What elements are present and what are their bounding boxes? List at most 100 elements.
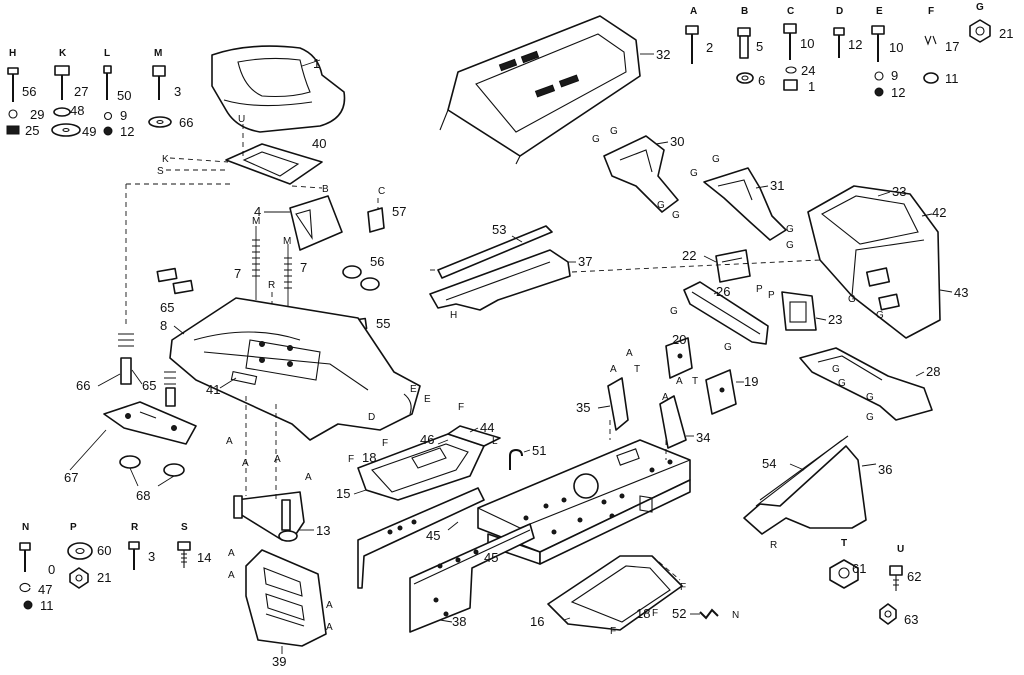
label-15: 15 [336,486,350,501]
svg-text:F: F [458,402,464,413]
part-bracket-4: 4 [254,195,343,251]
label-11-n: 11 [40,598,54,613]
label-11-f: 11 [945,71,959,86]
hardware-K: K 27 48 49 [51,48,96,139]
hardware-P: P 60 21 [67,522,111,589]
hardware-D: D 12 [833,6,862,58]
svg-text:N: N [732,610,739,621]
part-bracket-30: G G G G 30 [592,126,684,221]
svg-text:A: A [305,472,312,483]
key-F: F [928,6,934,17]
part-seat-mount-left: 66 65 67 68 [64,183,230,503]
key-H: H [9,48,16,59]
part-clip-52: 52 N [672,606,739,621]
svg-text:T: T [692,376,698,387]
part-rail-53: 53 [437,222,553,279]
svg-text:A: A [610,364,617,375]
part-clip-58: 57 C [367,186,406,233]
label-36: 36 [878,462,892,477]
part-pads-64: 65 [156,267,194,315]
label-16: 16 [530,614,544,629]
label-25: 25 [25,123,39,138]
label-34: 34 [696,430,710,445]
svg-text:G: G [657,200,665,211]
part-seat-plate: U 40 K S B [157,114,329,195]
svg-text:G: G [866,392,874,403]
part-seat-bracket-13: 13 A A A A [226,396,330,542]
key-C: C [787,6,794,17]
svg-text:M: M [283,236,291,247]
label-20: 20 [672,332,686,347]
label-19: 19 [744,374,758,389]
label-2: 2 [706,40,713,55]
svg-text:G: G [610,126,618,137]
part-strap-28: G G G G 28 [799,347,940,423]
svg-text:U: U [238,114,245,125]
part-clip-22: 22 [682,248,751,283]
label-55: 55 [376,316,390,331]
key-G: G [976,2,984,13]
label-7-left: 7 [234,266,241,281]
svg-text:F: F [382,438,388,449]
key-N: N [22,522,29,533]
svg-text:G: G [848,294,856,305]
label-3: 3 [174,84,181,99]
label-27: 27 [74,84,88,99]
svg-text:S: S [157,166,164,177]
key-U: U [897,544,904,555]
part-bracket-31: G G G G 31 [690,154,794,251]
svg-text:B: B [322,184,329,195]
hardware-C: C 10 24 1 [783,6,815,94]
part-seat: 1 [211,45,346,133]
key-D: D [836,6,843,17]
label-33: 33 [892,184,906,199]
part-fender-deck: 8 41 E E D [160,297,431,441]
hardware-B: B 5 6 [736,6,765,88]
label-24: 24 [801,63,815,78]
part-side-rail-upper-45: 45 [357,487,485,589]
part-front-panel-39: A A A A 39 [228,548,333,669]
label-1: 1 [313,56,320,71]
label-68: 68 [136,488,150,503]
key-L: L [104,48,110,59]
key-T: T [841,538,847,549]
svg-text:A: A [626,348,633,359]
label-9-e: 9 [891,68,898,83]
svg-text:G: G [712,154,720,165]
key-E: E [876,6,883,17]
label-3-r: 3 [148,549,155,564]
label-63: 63 [904,612,918,627]
svg-text:E: E [410,384,417,395]
hardware-H: H 56 29 25 [6,48,44,138]
part-bracket-37: H 37 [429,249,821,321]
svg-text:A: A [242,458,249,469]
label-39: 39 [272,654,286,669]
svg-text:R: R [268,280,275,291]
label-41: 41 [206,382,220,397]
label-58: 57 [392,204,406,219]
part-bar-26: 26 G G [670,281,769,353]
part-bracket-34: A A 34 [659,376,710,449]
svg-text:E: E [424,394,431,405]
label-66-mount: 66 [76,378,90,393]
label-21: 21 [999,26,1013,41]
part-bracket-35: A A 35 [576,348,633,431]
label-8: 8 [160,318,167,333]
svg-text:A: A [676,376,683,387]
hardware-R: R 3 [128,522,155,570]
label-51: 51 [532,443,546,458]
svg-text:A: A [326,622,333,633]
label-43: 43 [954,285,968,300]
label-32: 32 [656,47,670,62]
hardware-A: A 2 [685,6,713,64]
label-65: 65 [142,378,156,393]
label-54: 54 [762,456,776,471]
svg-text:G: G [866,412,874,423]
label-45-upper: 45 [426,528,440,543]
label-31: 31 [770,178,784,193]
svg-text:A: A [274,454,281,465]
svg-text:A: A [228,548,235,559]
label-38: 38 [452,614,466,629]
